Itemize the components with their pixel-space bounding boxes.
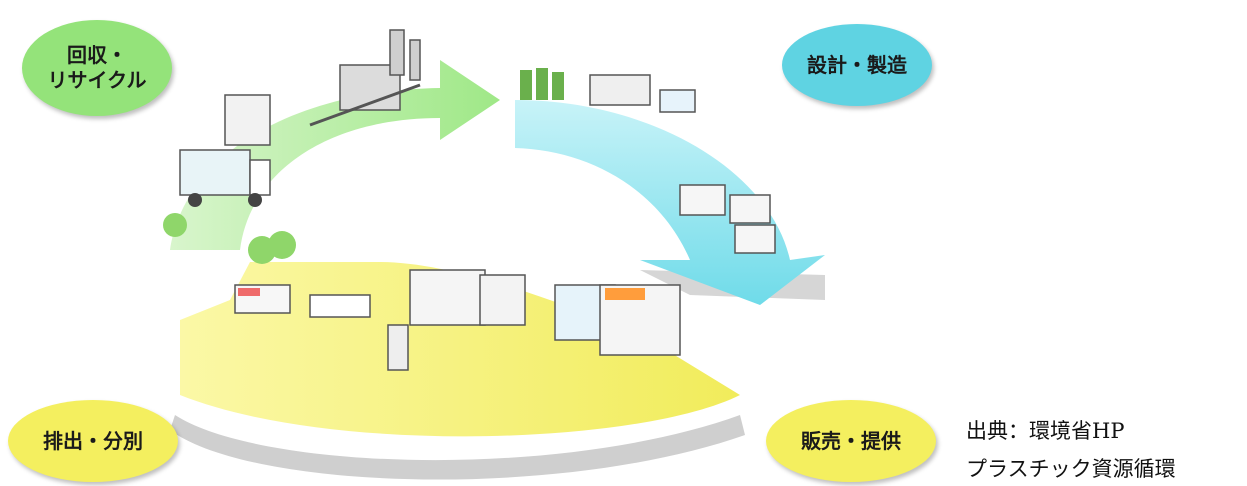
source-credit: 出典：環境省HP bbox=[966, 419, 1125, 443]
design-scene bbox=[520, 68, 776, 254]
source-title: プラスチック資源循環 bbox=[966, 457, 1176, 481]
stage-sales-text: 販売・提供 bbox=[801, 428, 901, 453]
arrow-shadow bbox=[170, 415, 745, 480]
sales-scene bbox=[387, 269, 681, 371]
stage-discard-label: 排出・分別 bbox=[8, 400, 178, 482]
stage-discard-text: 排出・分別 bbox=[43, 428, 143, 453]
discard-scene bbox=[234, 231, 371, 318]
recycle-scene bbox=[163, 29, 421, 237]
stage-recycle-label: 回収・ リサイクル bbox=[22, 20, 172, 116]
stage-design-label: 設計・製造 bbox=[782, 24, 932, 106]
stage-recycle-text: 回収・ リサイクル bbox=[47, 43, 147, 92]
cycle-diagram bbox=[163, 29, 825, 480]
stage-sales-label: 販売・提供 bbox=[766, 400, 936, 482]
stage-design-text: 設計・製造 bbox=[807, 52, 907, 77]
